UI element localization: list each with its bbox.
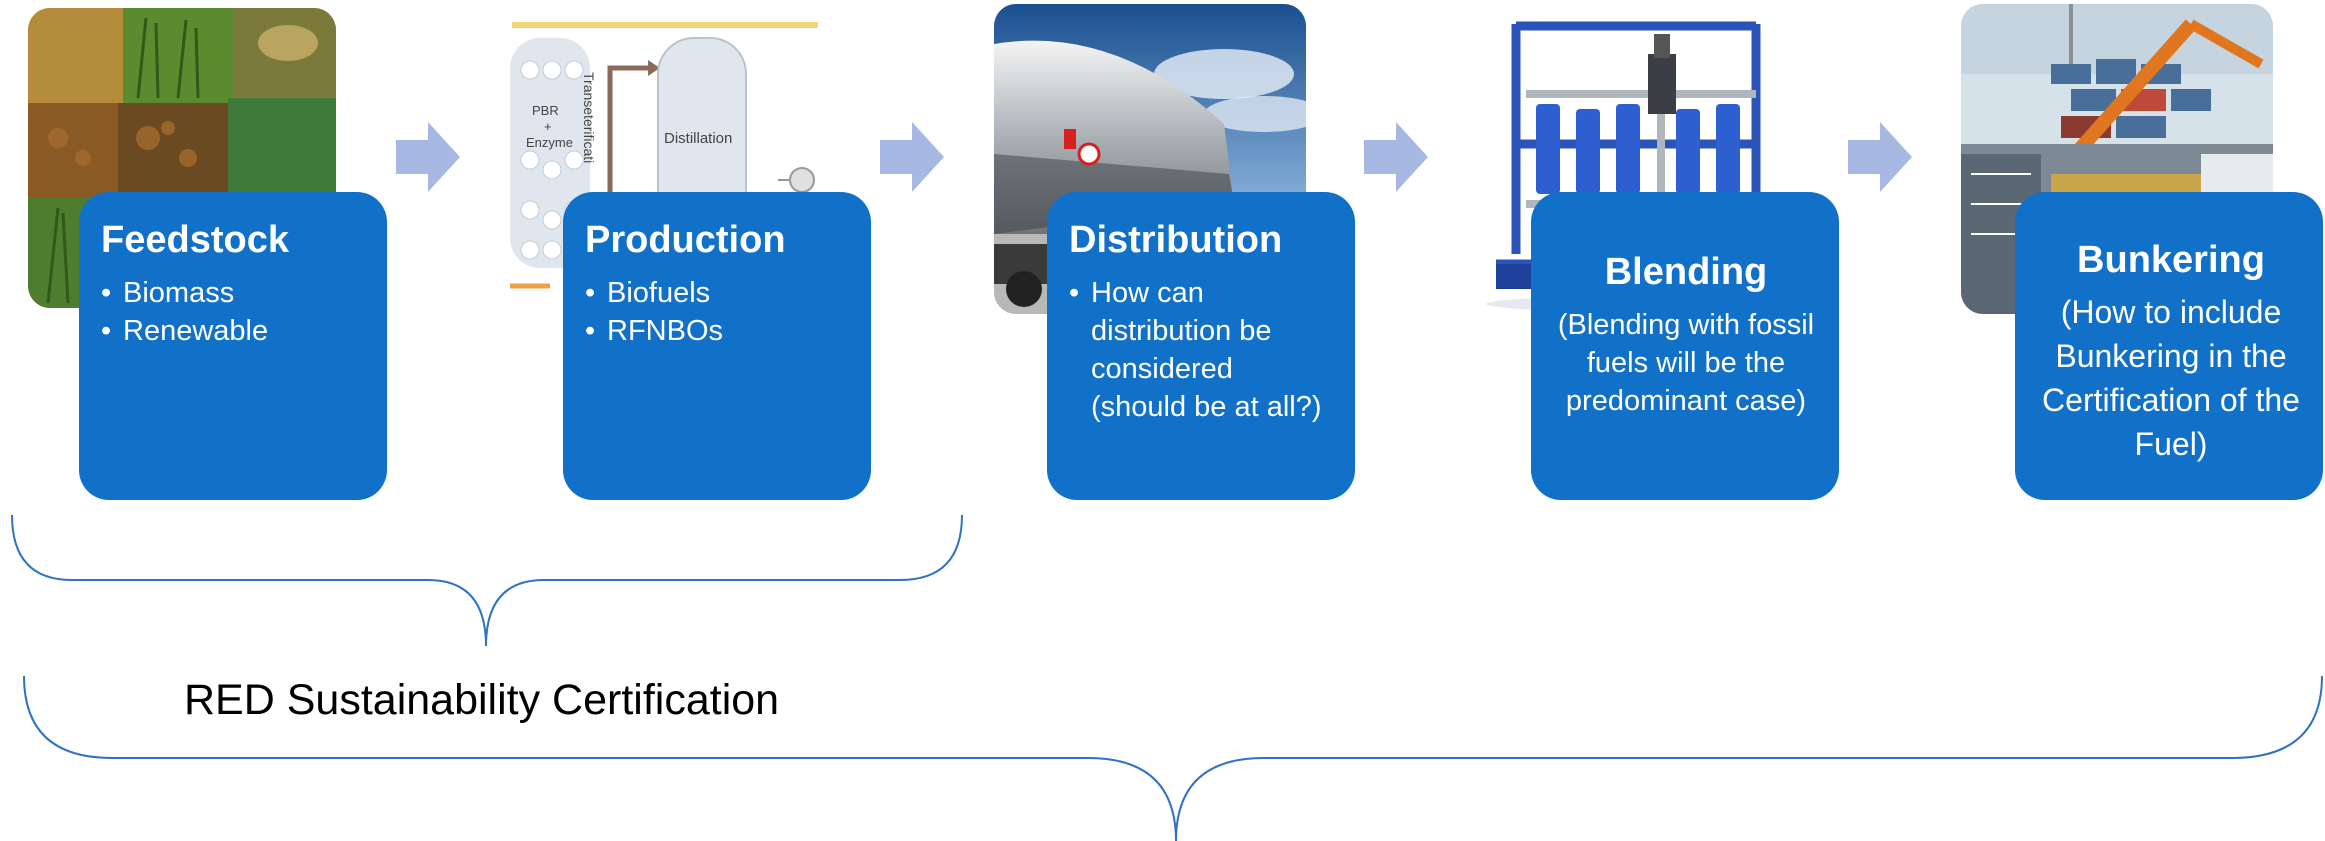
production-bullets: Biofuels RFNBOs <box>585 274 851 350</box>
feedstock-card: Feedstock Biomass Renewable <box>79 192 387 500</box>
feedstock-bullets: Biomass Renewable <box>101 274 367 350</box>
distribution-bullets: How can distribution be considered (shou… <box>1069 274 1335 426</box>
feedstock-title: Feedstock <box>101 219 289 261</box>
distribution-card: Distribution How can distribution be con… <box>1047 192 1355 500</box>
bunkering-description: (How to include Bunkering in the Certifi… <box>2042 294 2300 462</box>
production-bullet: Biofuels <box>585 274 851 312</box>
bunkering-title: Bunkering <box>2077 239 2265 281</box>
distribution-title: Distribution <box>1069 219 1283 261</box>
production-scope-brace <box>11 514 963 647</box>
process-arrow-icon <box>880 122 944 192</box>
production-bullet: RFNBOs <box>585 312 851 350</box>
transesterification-label: Transeterificati <box>581 72 597 163</box>
distillation-label: Distillation <box>664 130 732 147</box>
certification-label: RED Sustainability Certification <box>184 676 780 724</box>
reactor-label: PBR+Enzyme <box>526 103 573 150</box>
process-arrow-icon <box>396 122 460 192</box>
production-card: Production Biofuels RFNBOs <box>563 192 871 500</box>
blending-card: Blending (Blending with fossil fuels wil… <box>1531 192 1839 500</box>
blending-description: (Blending with fossil fuels will be the … <box>1557 309 1815 417</box>
blending-title: Blending <box>1604 251 1768 293</box>
feedstock-bullet: Biomass <box>101 274 367 312</box>
process-arrow-icon <box>1364 122 1428 192</box>
bunkering-card: Bunkering (How to include Bunkering in t… <box>2015 192 2323 500</box>
process-arrow-icon <box>1848 122 1912 192</box>
distribution-bullet: How can distribution be considered (shou… <box>1069 274 1335 426</box>
full-chain-brace <box>23 675 2323 841</box>
feedstock-bullet: Renewable <box>101 312 367 350</box>
production-title: Production <box>585 219 786 261</box>
